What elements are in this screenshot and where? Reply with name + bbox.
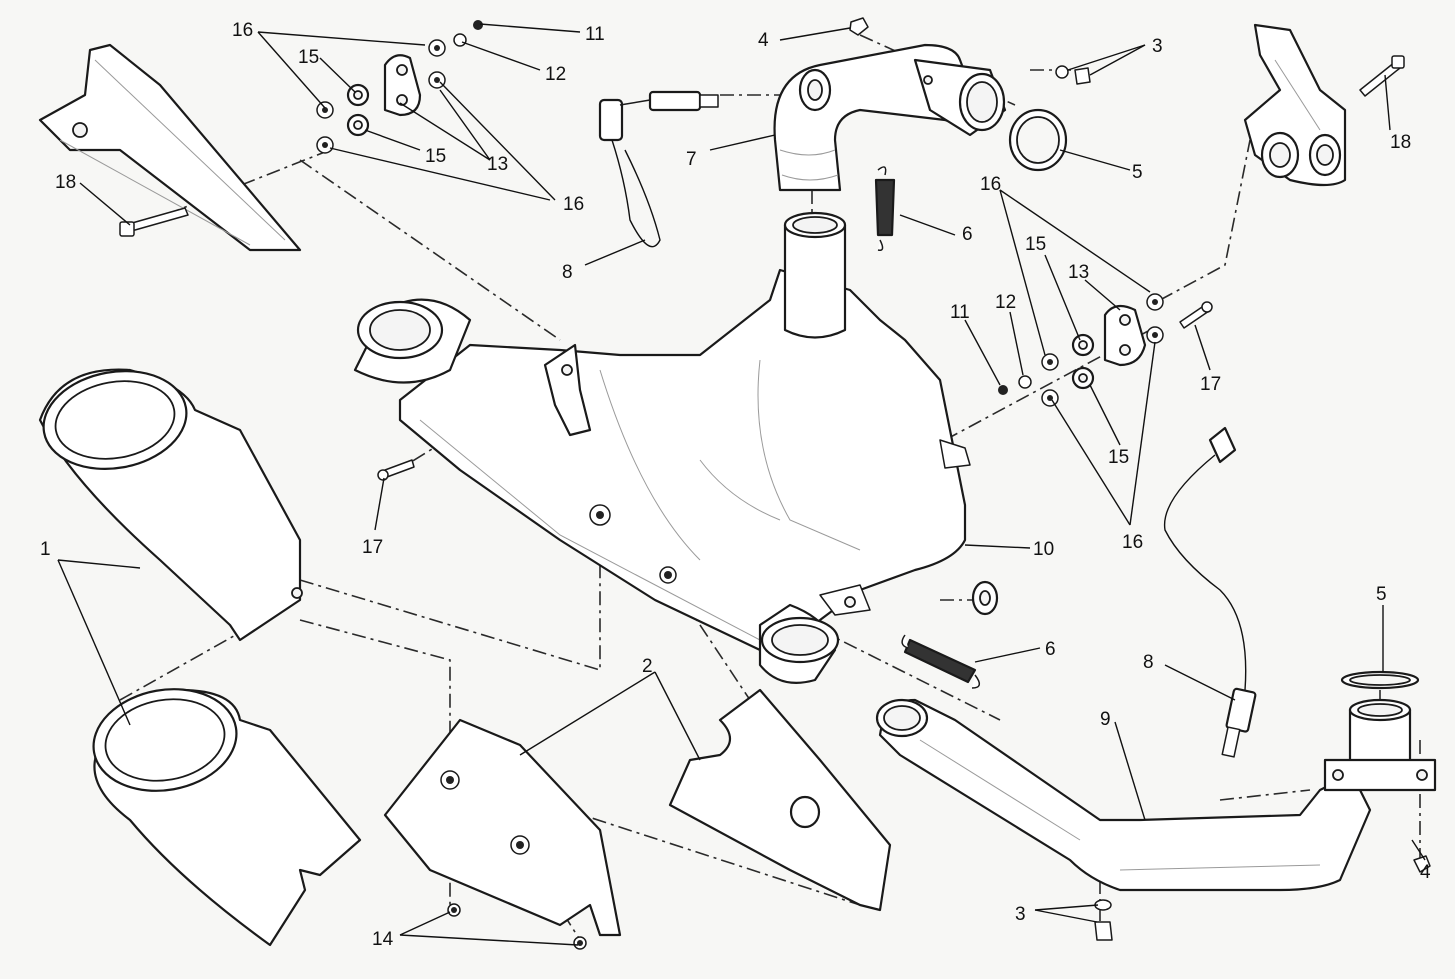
mount-hardware-right bbox=[998, 293, 1164, 407]
spring-6-bottom bbox=[901, 634, 981, 689]
screws-14 bbox=[447, 903, 587, 950]
callout-15-topleft: 15 bbox=[298, 47, 319, 68]
frame-bracket-left bbox=[38, 43, 302, 252]
heat-shield-right bbox=[668, 688, 892, 912]
bolt-17-right bbox=[1179, 301, 1213, 329]
gasket-5-bottom bbox=[1340, 670, 1420, 690]
spring-6-top bbox=[874, 166, 896, 252]
callout-17-left: 17 bbox=[362, 537, 383, 558]
callout-18-right: 18 bbox=[1390, 132, 1411, 153]
mount-hardware-left bbox=[316, 20, 483, 154]
callout-13-topleft: 13 bbox=[487, 154, 508, 175]
callout-4-bottom: 4 bbox=[1420, 862, 1431, 883]
header-pipe bbox=[875, 698, 1437, 892]
nut-4-top bbox=[849, 17, 869, 36]
end-cap-cover-upper bbox=[38, 368, 303, 642]
leader-lines bbox=[57, 23, 1426, 946]
grommet-right bbox=[971, 580, 999, 616]
callout-numbers: 16 15 11 12 15 13 16 18 4 3 5 18 7 6 8 1… bbox=[40, 20, 1431, 950]
callout-1: 1 bbox=[40, 539, 51, 560]
callout-12-right: 12 bbox=[995, 292, 1016, 313]
screws-3-bottom bbox=[1094, 899, 1113, 941]
callout-2: 2 bbox=[642, 656, 653, 677]
callout-9: 9 bbox=[1100, 709, 1111, 730]
callout-3-top: 3 bbox=[1152, 36, 1163, 57]
nut-4-bottom bbox=[1413, 855, 1431, 873]
heat-shield-left bbox=[383, 718, 622, 937]
callout-12-topleft: 12 bbox=[545, 64, 566, 85]
gasket-5-top bbox=[1008, 108, 1068, 172]
bolt-18-right bbox=[1359, 55, 1405, 97]
lambda-sensor-right bbox=[1163, 426, 1257, 758]
callout-14: 14 bbox=[372, 929, 394, 950]
callout-16-right: 16 bbox=[980, 174, 1001, 195]
exhaust-elbow-pipe bbox=[773, 43, 1007, 192]
end-cap-cover-lower bbox=[92, 688, 362, 947]
callout-10: 10 bbox=[1033, 539, 1054, 560]
callout-11-topleft: 11 bbox=[585, 24, 605, 45]
callout-15-right-b: 15 bbox=[1108, 447, 1129, 468]
frame-bracket-right bbox=[1243, 23, 1347, 187]
callout-4-top: 4 bbox=[758, 30, 769, 51]
callout-18-left: 18 bbox=[55, 172, 76, 193]
callout-7: 7 bbox=[686, 149, 697, 170]
callout-8-top: 8 bbox=[562, 262, 573, 283]
bolt-18-left bbox=[119, 207, 189, 237]
screws-3-top bbox=[1055, 65, 1091, 85]
callout-6-top: 6 bbox=[962, 224, 973, 245]
assembly-lines bbox=[119, 34, 1421, 941]
callout-8-bottom: 8 bbox=[1143, 652, 1154, 673]
callout-17-right: 17 bbox=[1200, 374, 1221, 395]
silencer-body bbox=[353, 211, 971, 684]
callout-5-top: 5 bbox=[1132, 162, 1143, 183]
callout-13-right: 13 bbox=[1068, 262, 1089, 283]
callout-16-right-b: 16 bbox=[1122, 532, 1143, 553]
callout-15-right: 15 bbox=[1025, 234, 1046, 255]
callout-16-topleft-b: 16 bbox=[563, 194, 584, 215]
callout-11-right: 11 bbox=[950, 302, 970, 323]
callout-3-bottom: 3 bbox=[1015, 904, 1026, 925]
bolt-17-left bbox=[377, 459, 415, 481]
callout-16-topleft: 16 bbox=[232, 20, 253, 41]
lambda-sensor-top bbox=[598, 90, 719, 248]
callout-15-topleft-b: 15 bbox=[425, 146, 446, 167]
callout-5-bottom: 5 bbox=[1376, 584, 1387, 605]
callout-6-bottom: 6 bbox=[1045, 639, 1056, 660]
